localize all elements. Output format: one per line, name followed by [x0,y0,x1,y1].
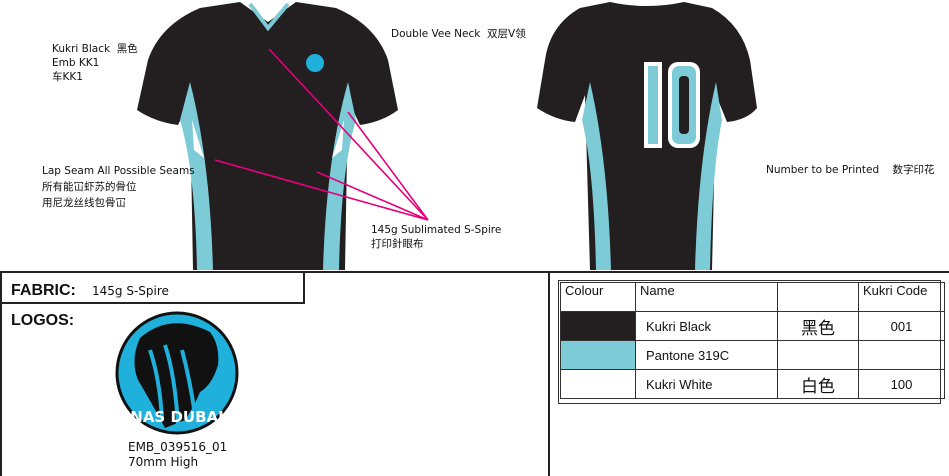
callout-lines [214,48,429,221]
table-row: Kukri Black 黑色 001 [560,311,945,341]
colour-name: Kukri Black [635,311,778,341]
table-header: Colour Name Kukri Code [560,282,945,312]
colour-code: 100 [858,369,945,399]
number-annotation: Number to be Printed 数字印花 [766,164,935,176]
back-shirt [537,2,757,270]
divider [548,272,550,476]
garment-drawings [137,2,757,270]
front-shirt [137,2,398,270]
colour-name-cn [777,340,859,370]
header-code: Kukri Code [858,282,945,312]
header-cn [777,282,859,312]
fabric-label: FABRIC: [11,282,76,299]
colour-swatch [560,369,636,399]
colour-name: Kukri White [635,369,778,399]
table-row: Pantone 319C [560,340,945,370]
logos-label: LOGOS: [11,312,75,329]
colour-name: Pantone 319C [635,340,778,370]
border [0,272,2,476]
colour-code [858,340,945,370]
colour-swatch [560,311,636,341]
header-colour: Colour [560,282,636,312]
chest-logo-icon [306,54,324,72]
colour-swatch [560,340,636,370]
table-row: Kukri White 白色 100 [560,369,945,399]
divider [0,271,949,273]
fabric-box [0,272,305,304]
neck-annotation: Double Vee Neck 双层V领 [391,28,526,40]
header-name: Name [635,282,778,312]
svg-text:NAS DUBAI: NAS DUBAI [130,408,223,426]
fabric-value: 145g S-Spire [92,284,169,298]
colour-name-cn: 黑色 [777,311,859,341]
colour-table: Colour Name Kukri Code Kukri Black 黑色 00… [560,282,945,399]
colour-name-cn: 白色 [777,369,859,399]
colour-code: 001 [858,311,945,341]
